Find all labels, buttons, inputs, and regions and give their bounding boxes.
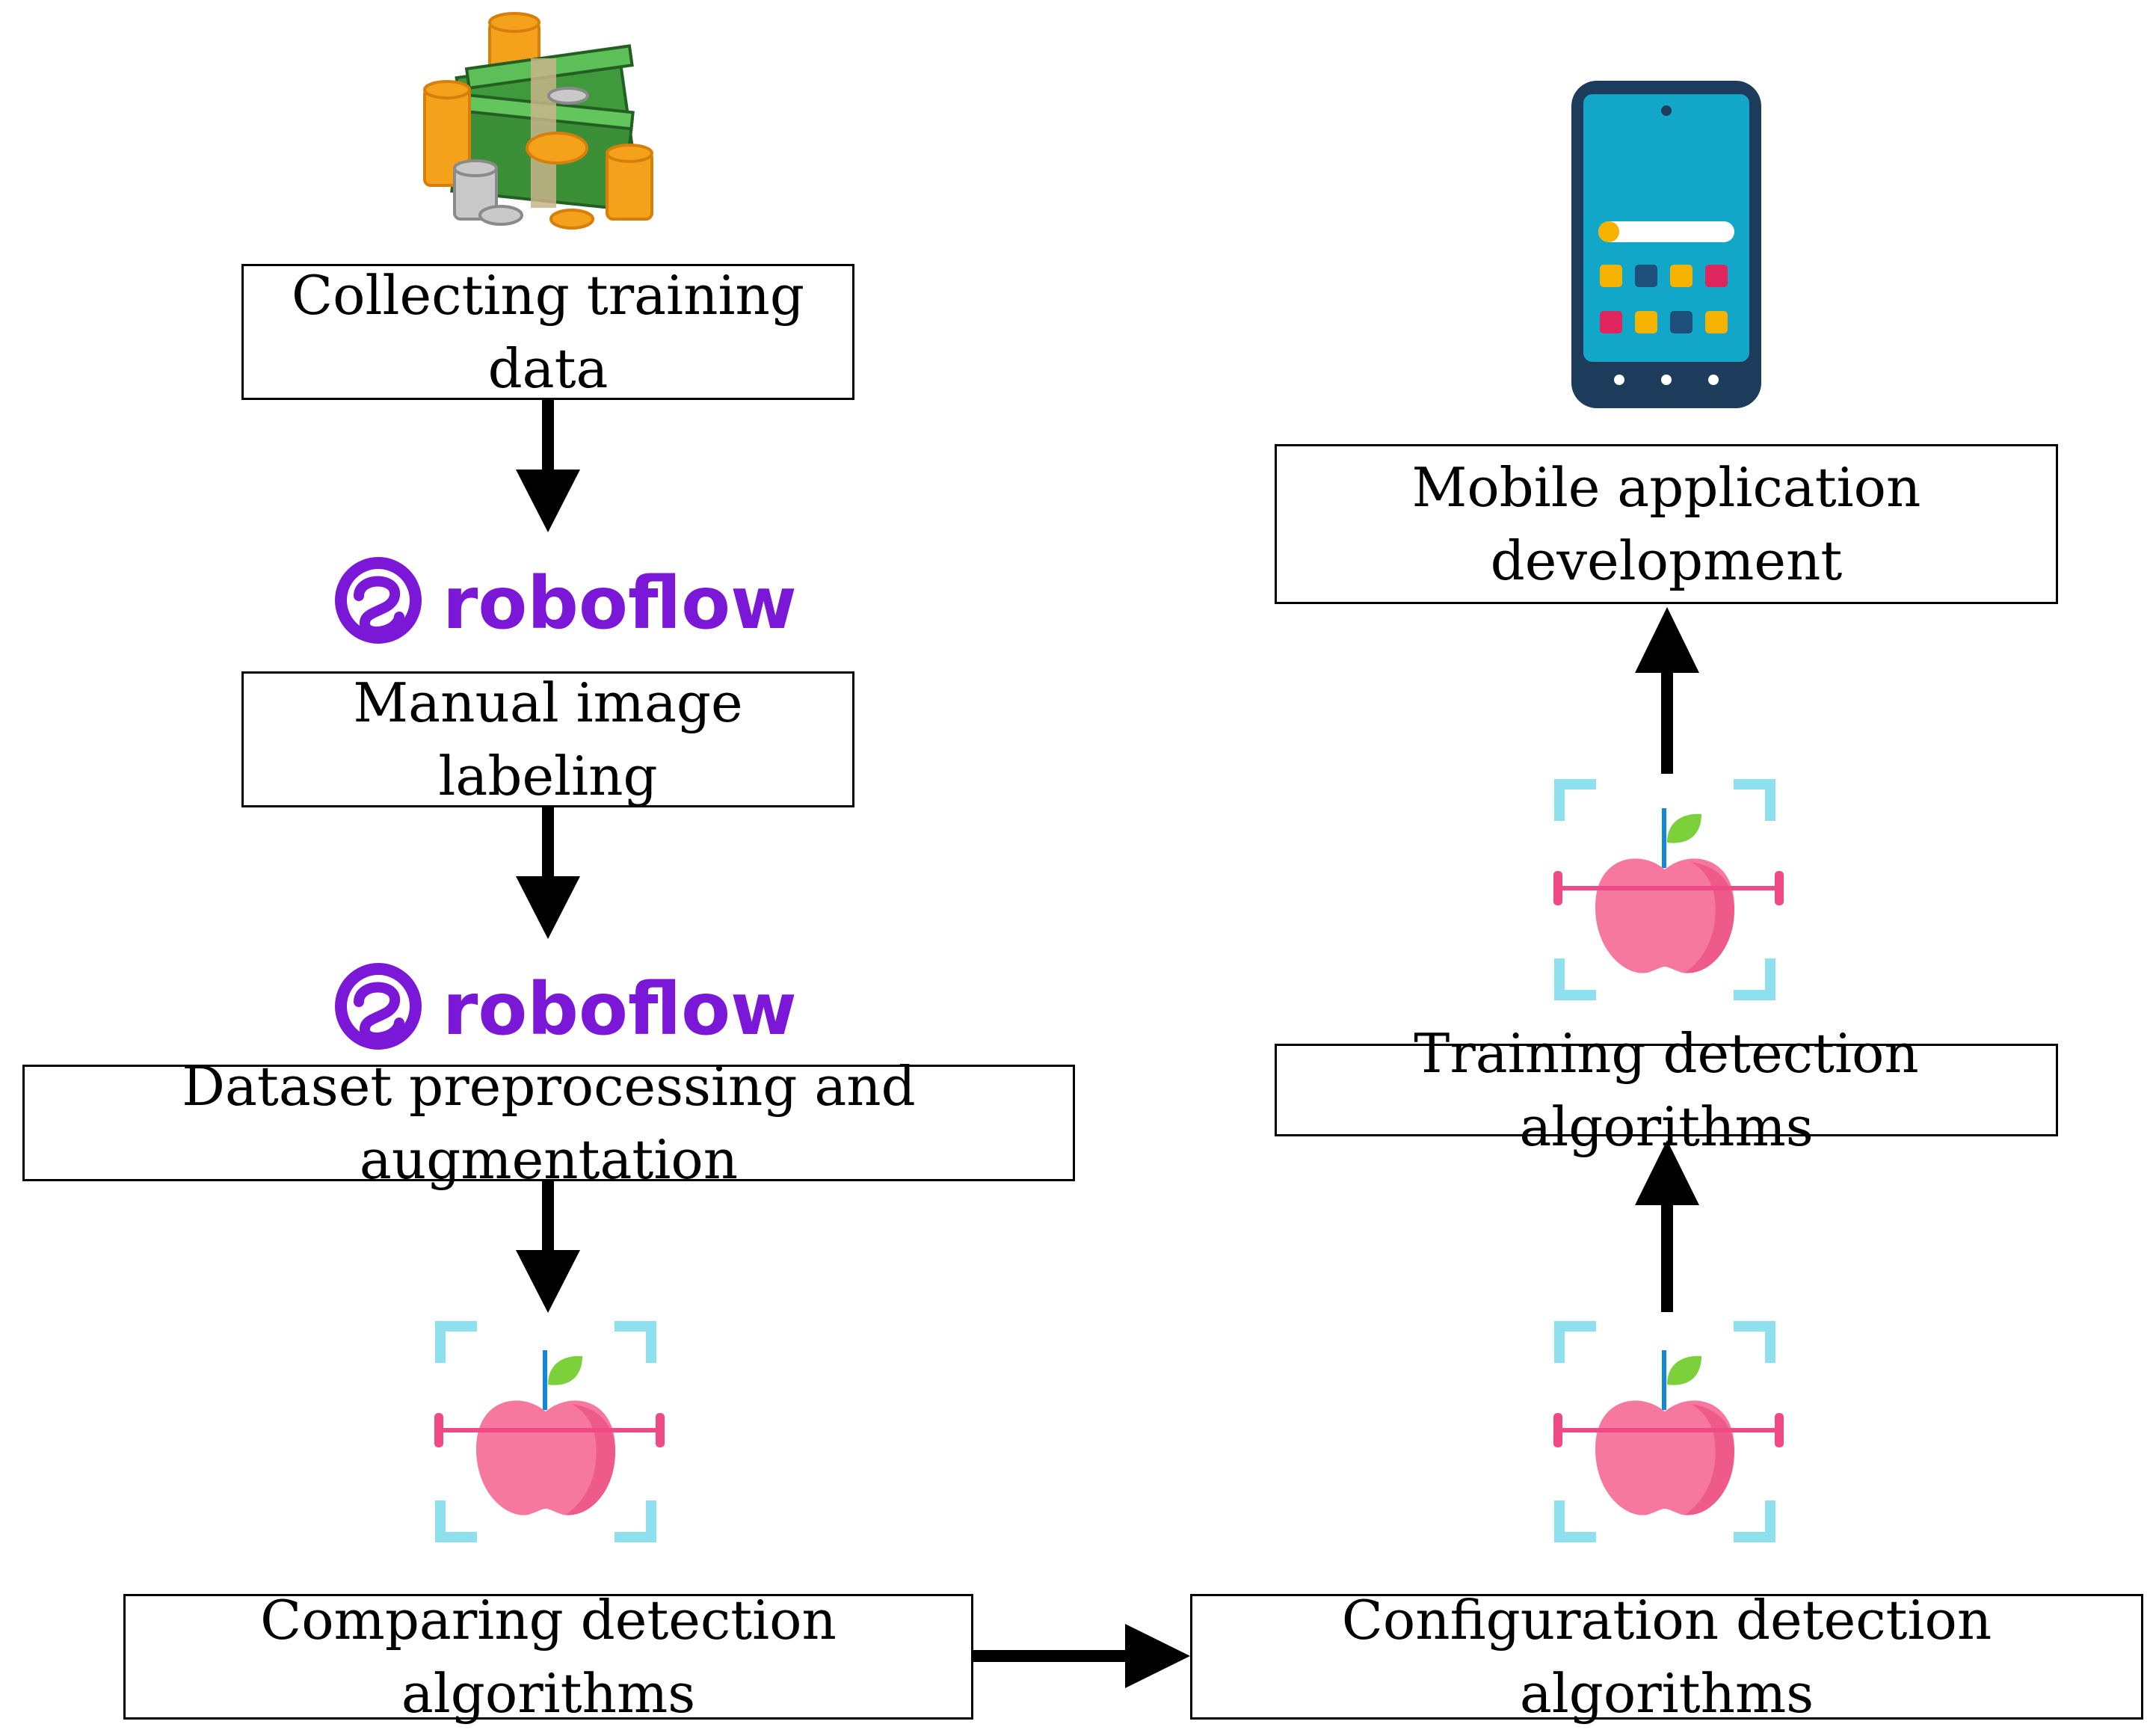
money-stack-icon <box>423 12 653 230</box>
step-dataset-preprocessing: Dataset preprocessing and augmentation <box>22 1055 1075 1191</box>
step-label: Collecting training data <box>292 264 804 400</box>
step-label: Configuration detection algorithms <box>1341 1589 1992 1725</box>
step-label: Mobile application development <box>1411 456 1921 592</box>
step-collecting-training-data: Collecting training data <box>241 264 854 400</box>
step-label: Comparing detection algorithms <box>260 1589 837 1725</box>
apple-detection-icon <box>434 1326 665 1537</box>
roboflow-wordmark: roboflow <box>443 967 797 1051</box>
roboflow-wordmark: roboflow <box>443 561 797 645</box>
step-label: Training detection algorithms <box>1414 1022 1919 1158</box>
roboflow-logo-icon <box>341 969 416 1044</box>
step-manual-image-labeling: Manual image labeling <box>241 671 854 807</box>
apple-detection-icon <box>1553 1326 1784 1537</box>
step-training-detection-algorithms: Training detection algorithms <box>1275 1022 2058 1158</box>
step-comparing-detection-algorithms: Comparing detection algorithms <box>123 1589 973 1725</box>
roboflow-logo-icon <box>341 563 416 638</box>
step-label: Manual image labeling <box>353 671 743 807</box>
step-label: Dataset preprocessing and augmentation <box>182 1055 916 1191</box>
roboflow-logo: roboflow <box>341 967 797 1051</box>
roboflow-logo: roboflow <box>341 561 797 645</box>
step-mobile-application-development: Mobile application development <box>1275 444 2058 604</box>
apple-detection-icon <box>1553 784 1784 995</box>
smartphone-icon <box>1571 81 1761 408</box>
step-configuration-detection-algorithms: Configuration detection algorithms <box>1190 1589 2143 1725</box>
